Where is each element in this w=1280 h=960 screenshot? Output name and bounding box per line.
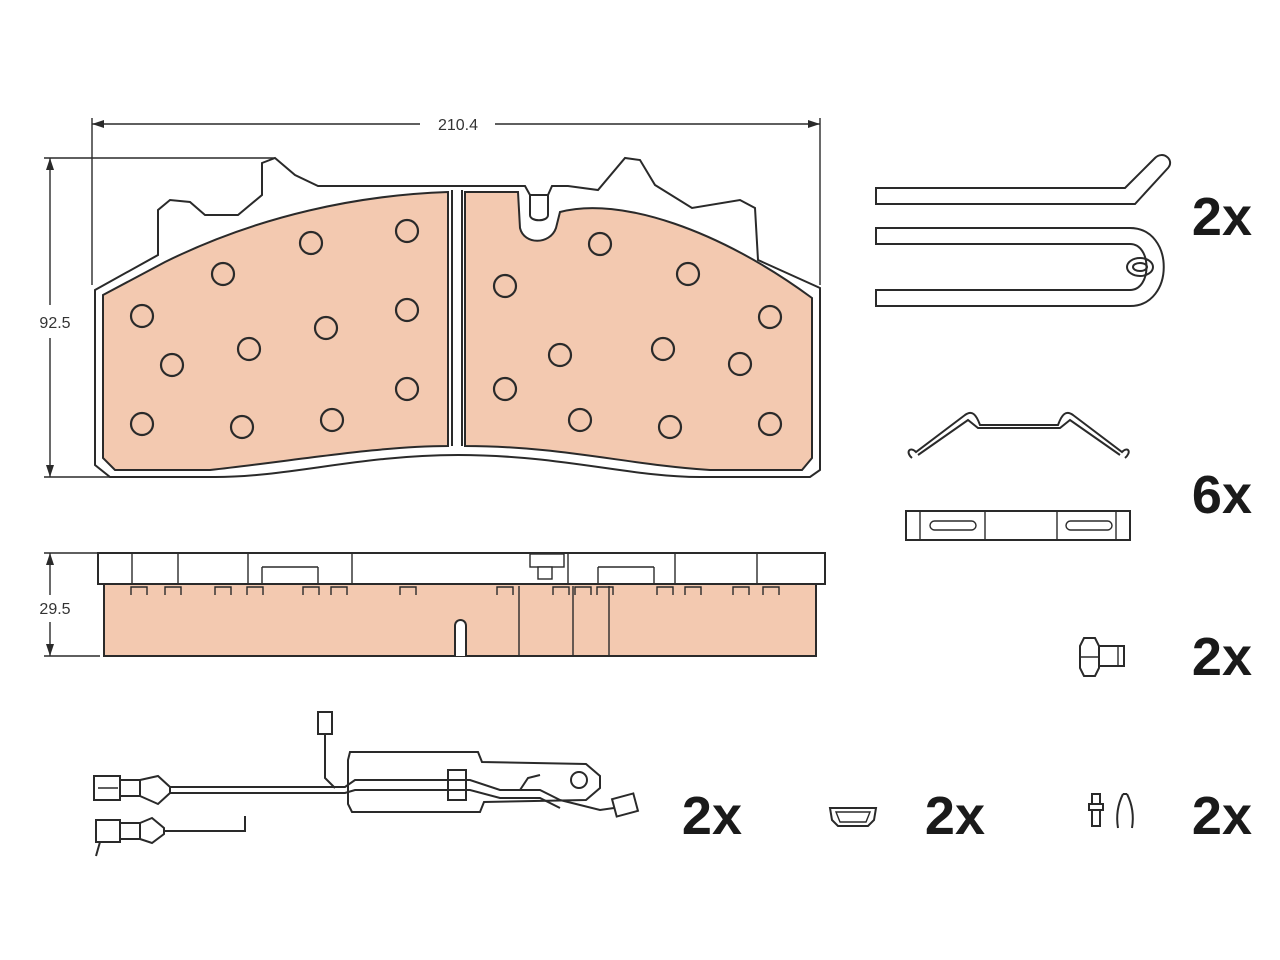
width-dimension-label: 210.4 [438,117,478,134]
wear-sensor-part: 2x [93,711,742,857]
bolt-part: 2x [1079,627,1252,687]
side-backing-plate [97,552,826,585]
rivet-holes [129,218,783,440]
pin-quantity: 2x [1192,786,1252,846]
clip-part: 2x [828,786,985,846]
retaining-spring-quantity: 2x [1192,187,1252,247]
brake-pad-front-view [94,156,821,478]
friction-material-left [102,190,449,471]
side-rivets [130,586,780,595]
width-dimension: 210.4 [91,117,821,285]
height-dimension-label: 92.5 [39,315,70,332]
retaining-spring-parts: 2x [875,154,1252,307]
brake-pad-side-view [97,552,826,657]
friction-material-right [464,191,813,471]
bolt-quantity: 2x [1192,627,1252,687]
spreader-spring-quantity: 6x [1192,465,1252,525]
wear-sensor-quantity: 2x [682,786,742,846]
thickness-dimension-label: 29.5 [39,601,70,618]
clip-quantity: 2x [925,786,985,846]
thickness-dimension: 29.5 [39,552,100,657]
height-dimension: 92.5 [39,157,275,478]
spreader-spring-parts: 6x [905,411,1252,541]
pin-part: 2x [1088,786,1252,846]
